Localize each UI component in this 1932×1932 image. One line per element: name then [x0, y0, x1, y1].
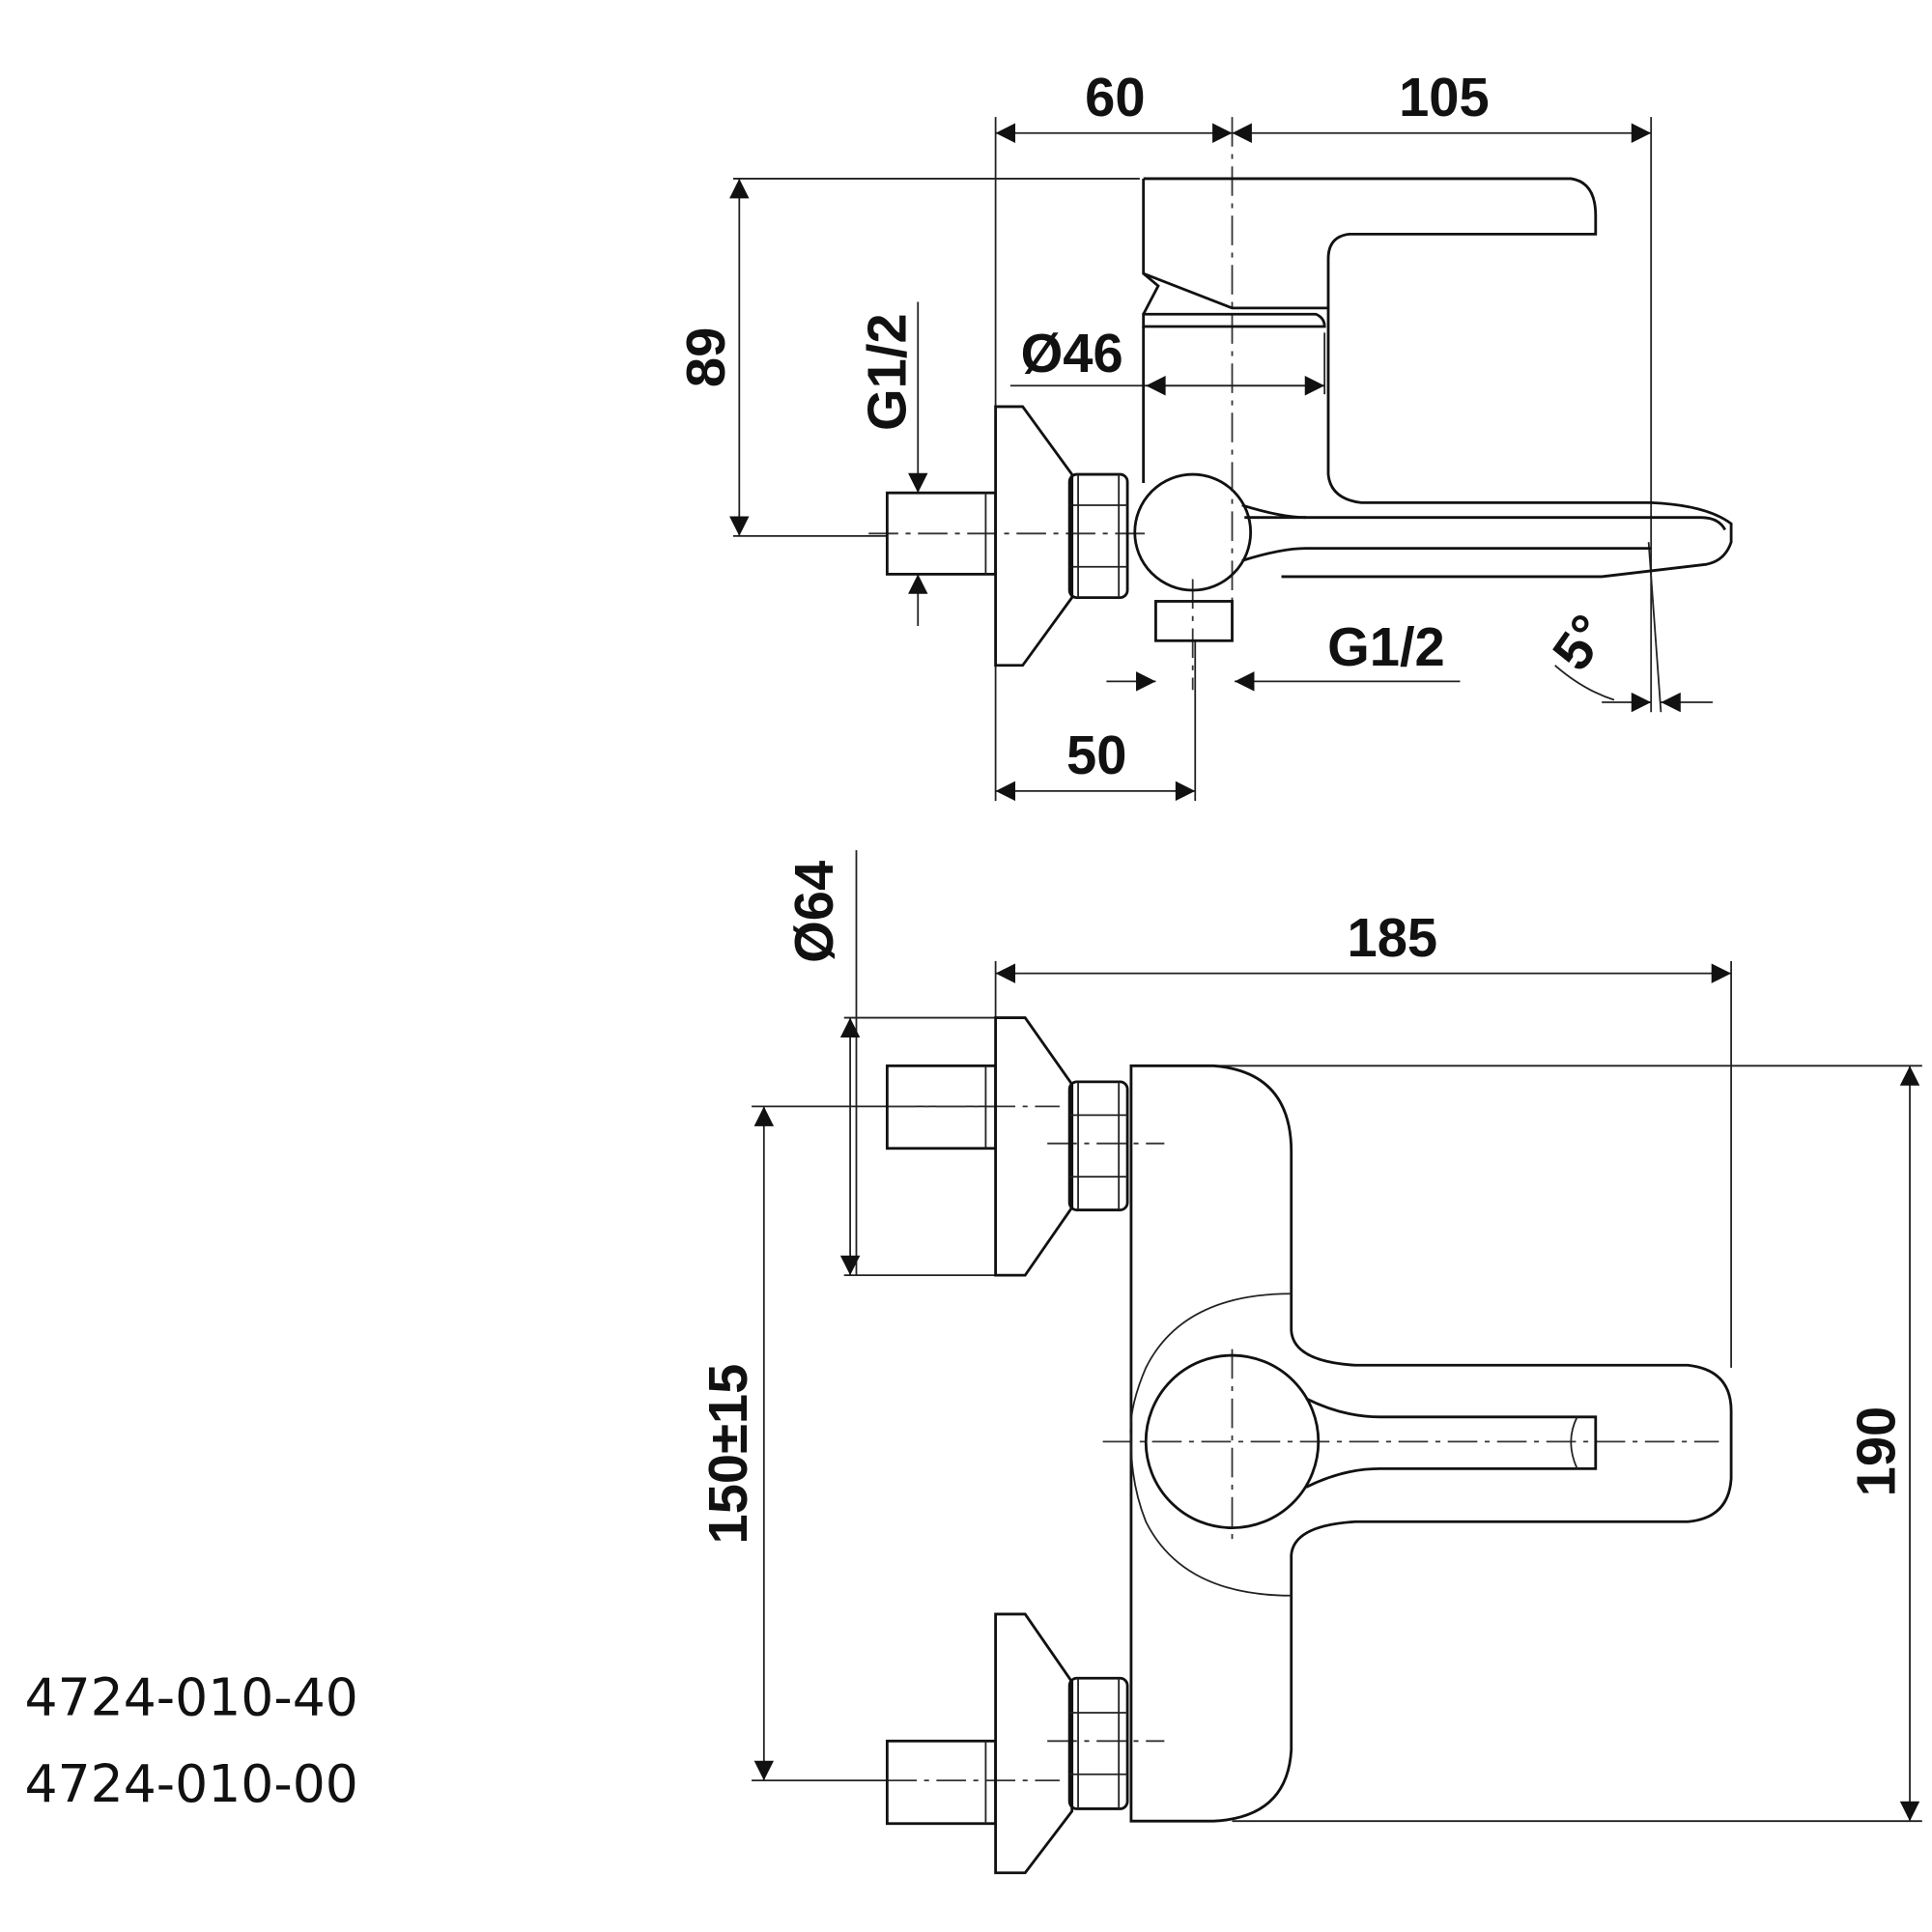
dim-label-inlet-thread: G1/2	[857, 313, 918, 431]
dim-label-cartridge-diameter: Ø46	[1021, 323, 1123, 384]
dim-label-89: 89	[675, 327, 736, 387]
dim-label-105: 105	[1399, 67, 1490, 128]
dim-label-50: 50	[1066, 724, 1126, 785]
dim-label-flange-diameter: Ø64	[783, 861, 844, 963]
faucet-side-outline	[885, 177, 1733, 668]
part-number: 4724-010-00	[25, 1753, 358, 1814]
dim-label-outlet-thread: G1/2	[1327, 616, 1445, 677]
dim-label-centers: 150±15	[697, 1364, 758, 1545]
dim-label-60: 60	[1085, 67, 1145, 128]
dim-label-spout-angle: 5°	[1541, 604, 1620, 681]
dim-label-190: 190	[1846, 1406, 1907, 1497]
front-view: 185 Ø64 150±15 190	[697, 850, 1922, 1875]
faucet-front-outline	[885, 1016, 1733, 1875]
side-view: 60 105 89 G1/2 Ø46 G1/2 5° 50	[675, 67, 1733, 802]
part-number: 4724-010-40	[25, 1667, 358, 1728]
dim-label-185: 185	[1348, 907, 1438, 968]
